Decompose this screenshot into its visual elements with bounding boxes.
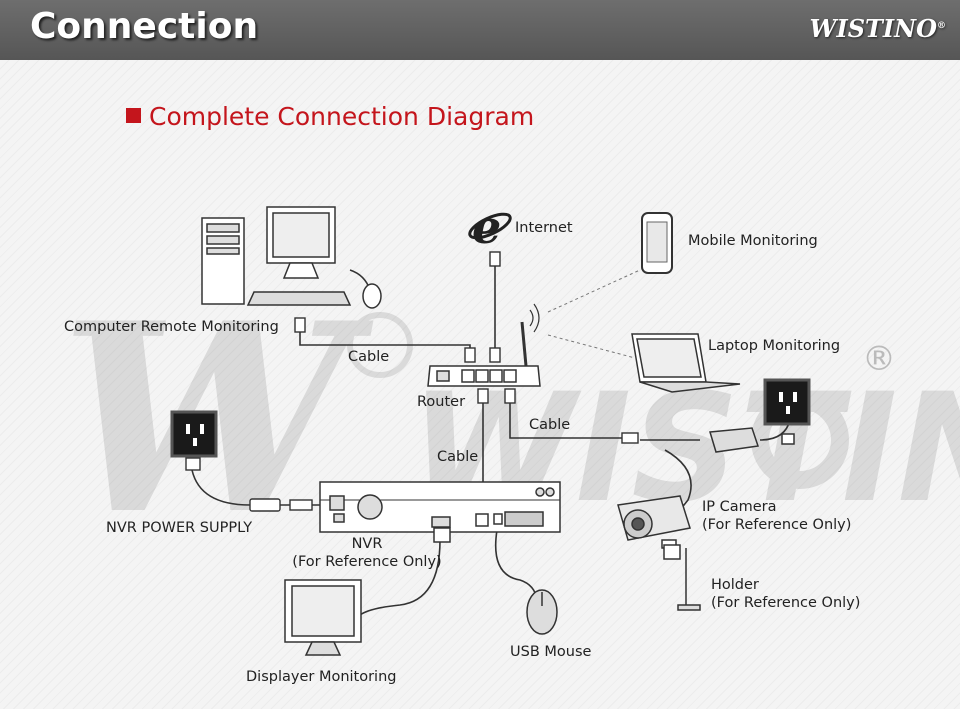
cable-camera-power xyxy=(664,449,692,511)
router-icon xyxy=(427,303,541,387)
dc-connector-power xyxy=(249,498,281,512)
vga-connector-icon xyxy=(433,527,451,543)
connectors xyxy=(185,251,639,513)
laptop-icon xyxy=(631,333,741,393)
label-ip-camera: IP Camera (For Reference Only) xyxy=(702,498,851,534)
label-nvr: NVR (For Reference Only) xyxy=(292,535,442,571)
section-title: Complete Connection Diagram xyxy=(126,102,534,131)
label-displayer-monitoring: Displayer Monitoring xyxy=(246,669,397,685)
label-cable-computer: Cable xyxy=(348,349,390,365)
rj45-connector-router-2 xyxy=(489,347,501,363)
wireless-links xyxy=(547,269,641,359)
label-ip-camera-name: IP Camera xyxy=(702,499,777,515)
label-nvr-name: NVR xyxy=(351,536,383,552)
dc-plug-power xyxy=(289,499,313,511)
pc-keyboard xyxy=(246,291,352,306)
internet-explorer-icon: e xyxy=(468,200,512,254)
label-mobile-monitoring: Mobile Monitoring xyxy=(688,233,818,249)
rj45-connector-internet xyxy=(489,251,501,267)
cable-nvr-mouse xyxy=(494,529,538,601)
label-router: Router xyxy=(417,394,466,410)
label-nvr-power-supply: NVR POWER SUPPLY xyxy=(106,520,253,536)
rj45-connector-router-4 xyxy=(504,388,516,404)
rj45-connector-router-1 xyxy=(464,347,476,363)
router-antenna xyxy=(520,321,528,367)
rj45-connector-router-3 xyxy=(477,388,489,404)
wall-socket-icon-left xyxy=(170,410,218,458)
wireless-link-mobile xyxy=(547,269,641,313)
page-title: Connection xyxy=(30,6,259,47)
cable-nvr-monitor xyxy=(359,539,441,616)
label-cable-camera: Cable xyxy=(529,417,571,433)
mobile-phone-icon xyxy=(641,212,673,274)
wall-socket-icon-right xyxy=(763,378,811,426)
label-holder-name: Holder xyxy=(711,577,759,593)
rj45-connector-camera xyxy=(621,432,639,444)
label-cable-nvr: Cable xyxy=(437,449,479,465)
svg-text:e: e xyxy=(472,200,501,254)
displayer-monitor-icon xyxy=(284,579,362,656)
cable-router-camera xyxy=(509,392,628,439)
header-bar: Connection WISTINO® xyxy=(0,0,960,60)
label-holder-note: (For Reference Only) xyxy=(711,595,861,611)
camera-holder-icon xyxy=(663,544,701,611)
label-internet: Internet xyxy=(515,220,573,236)
label-holder: Holder (For Reference Only) xyxy=(711,576,860,612)
label-nvr-note: (For Reference Only) xyxy=(292,554,442,570)
pc-mouse xyxy=(362,283,382,309)
label-ip-camera-note: (For Reference Only) xyxy=(702,517,852,533)
label-usb-mouse: USB Mouse xyxy=(510,644,592,660)
usb-mouse-icon xyxy=(526,589,558,635)
section-title-text: Complete Connection Diagram xyxy=(149,102,535,131)
pc-monitor-stand xyxy=(282,262,320,279)
brand-name: WISTINO xyxy=(809,14,937,43)
label-laptop-monitoring: Laptop Monitoring xyxy=(708,338,841,354)
red-square-icon xyxy=(126,108,141,123)
label-computer-remote-monitoring: Computer Remote Monitoring xyxy=(64,319,279,335)
ip-camera-icon xyxy=(617,495,691,549)
watermark-registered-mark: ® xyxy=(862,339,896,379)
brand-logo: WISTINO® xyxy=(810,14,946,43)
wireless-link-laptop xyxy=(547,334,636,359)
nvr-icon xyxy=(319,481,561,533)
power-adapter-icon xyxy=(709,427,795,453)
power-plug-icon xyxy=(185,457,201,471)
brand-registered-mark: ® xyxy=(937,21,946,31)
desktop-computer-icon xyxy=(201,206,382,309)
rj45-connector-pc xyxy=(294,317,306,333)
